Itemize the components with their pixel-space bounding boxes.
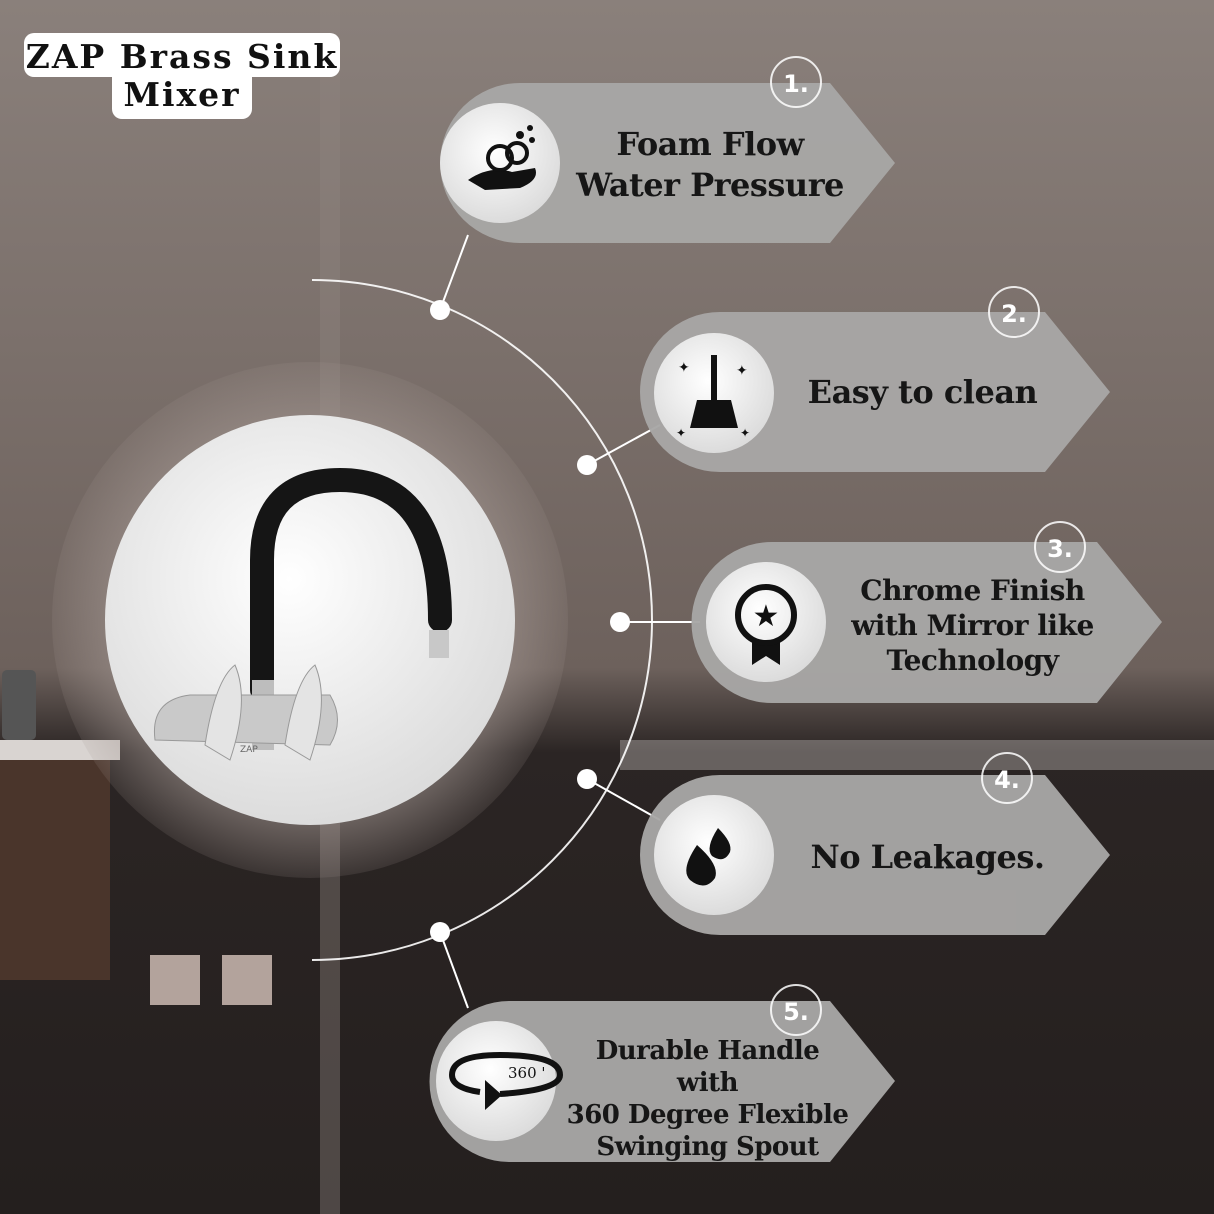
connector-arc: [311, 279, 653, 961]
feature-line: 360 Degree Flexible: [566, 1100, 849, 1130]
feature-text-5: Durable Handle with 360 Degree Flexible …: [565, 1035, 850, 1163]
feature-text-1: Foam Flow Water Pressure: [570, 124, 850, 206]
feature-line: Chrome Finish: [860, 574, 1085, 607]
rotate-360-label: 360 ': [508, 1064, 546, 1082]
feature-line: Water Pressure: [576, 166, 844, 204]
foam-hand-icon: [468, 125, 536, 190]
feature-line: with Mirror like: [851, 609, 1094, 642]
broom-sparkle-icon: ✦ ✦ ✦ ✦: [676, 355, 750, 440]
svg-text:★: ★: [753, 599, 780, 634]
connector-dots: [430, 300, 630, 942]
feature-pill-5: [429, 1001, 895, 1162]
feature-line: No Leakages.: [810, 838, 1045, 876]
wall-socket: [222, 955, 272, 1005]
feature-line: Foam Flow: [616, 125, 804, 163]
feature-text-4: No Leakages.: [795, 837, 1060, 878]
product-title-line1: ZAP Brass Sink: [24, 33, 340, 77]
vanity-cabinet: [0, 760, 110, 980]
wall-socket: [150, 955, 200, 1005]
water-drops-icon: [686, 828, 731, 886]
faucet-image: [153, 467, 452, 761]
svg-text:✦: ✦: [678, 360, 690, 376]
award-star-icon: ★: [735, 584, 797, 665]
feature-line: Easy to clean: [807, 373, 1038, 411]
product-title: ZAP Brass Sink Mixer: [24, 33, 340, 119]
svg-text:✦: ✦: [676, 426, 686, 440]
feature-number-3: 3.: [1034, 521, 1086, 573]
feature-pill-1: [440, 83, 895, 243]
feature-text-3: Chrome Finish with Mirror like Technolog…: [845, 573, 1100, 678]
feature-line: Swinging Spout: [596, 1132, 819, 1162]
svg-text:✦: ✦: [740, 426, 750, 440]
svg-text:✦: ✦: [736, 363, 748, 379]
product-title-line2: Mixer: [112, 77, 252, 119]
feature-number-4: 4.: [981, 752, 1033, 804]
connector-lines: [439, 234, 700, 1009]
feature-number-5: 5.: [770, 984, 822, 1036]
feature-number-1: 1.: [770, 56, 822, 108]
soap-dispenser: [2, 670, 36, 740]
rotate-360-icon: [448, 1051, 564, 1110]
feature-number-2: 2.: [988, 286, 1040, 338]
product-brand-mark: ZAP: [240, 745, 258, 755]
feature-text-2: Easy to clean: [790, 372, 1055, 413]
feature-line: Technology: [886, 644, 1059, 677]
feature-line: Durable Handle with: [595, 1036, 820, 1098]
